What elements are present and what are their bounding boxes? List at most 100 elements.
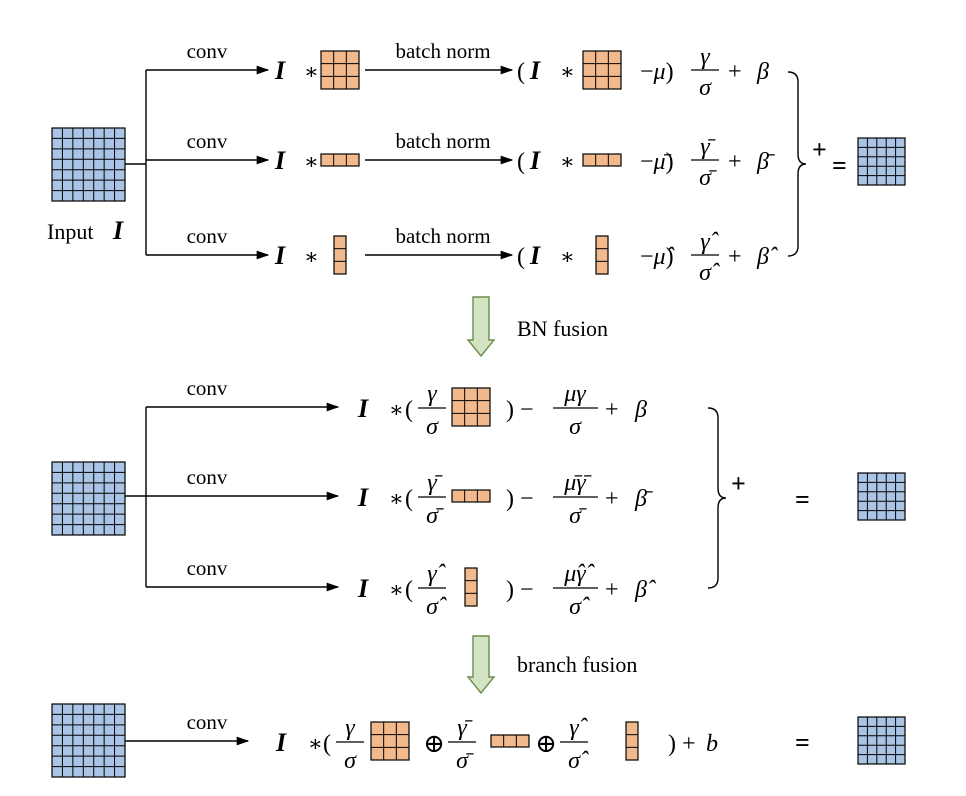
fused-mu-gamma-2: μ̄γ̄ (563, 470, 592, 496)
fused-input-symbol-1: I (357, 394, 369, 423)
fused-bias-sigma-1: σ (569, 414, 582, 440)
fused-sigma-2: σ̄ (426, 503, 444, 529)
bn-beta-1: β (756, 59, 769, 85)
fused-mu-gamma-1: μγ (563, 381, 586, 407)
bn-mean-1: −μ) (640, 59, 674, 85)
bn-sigma-2: σ̄ (699, 165, 717, 191)
fused-bias-sigma-2: σ̄ (569, 503, 587, 529)
merged-gamma-1: γ (345, 715, 355, 741)
bn-sigma-3: σ̂ (699, 260, 720, 286)
bn-beta-3: β̂ (756, 244, 778, 270)
fused-operator-2: ∗ (389, 486, 404, 511)
bn-input-symbol-2: I (529, 146, 541, 175)
merged-kernel-1x3-2 (490, 734, 530, 748)
bn-sigma-1: σ (699, 75, 712, 101)
bn-mean-3: −μ̂) (640, 244, 675, 270)
equals-1: = (832, 151, 847, 180)
bn-plus-1: + (728, 59, 742, 85)
sum-brace-1 (787, 71, 807, 257)
merged-open-paren: ( (323, 731, 331, 757)
oplus-2: ⊕ (535, 729, 557, 758)
input-symbol-1: I (274, 56, 286, 85)
merged-sigma-3: σ̂ (568, 748, 589, 774)
output-tensor-grid-3 (857, 716, 906, 765)
fused-input-symbol-3: I (357, 574, 369, 603)
bn-kernel-1x3-2 (582, 153, 622, 167)
fused-close-minus-3: ) − (506, 577, 534, 603)
fused-sigma-3: σ̂ (426, 594, 447, 620)
bn-kernel-3x1-3 (595, 235, 609, 275)
fused-close-minus-1: ) − (506, 397, 534, 423)
fused-gamma-1: γ (427, 381, 437, 407)
merged-close-paren: ) (668, 731, 676, 757)
bn-mean-2: −μ̄) (640, 149, 674, 175)
input-label: Input (47, 219, 93, 244)
sum-plus-2: + (731, 469, 746, 498)
fused-beta-2: β̄ (634, 486, 653, 512)
conv-label-s2-2: conv (187, 465, 228, 489)
input-tensor-grid (51, 127, 126, 202)
merged-sigma-2: σ̄ (456, 748, 474, 774)
output-tensor-grid-2 (857, 472, 906, 521)
conv-operator-3: ∗ (304, 244, 319, 269)
merged-kernel-3x1-3 (625, 721, 639, 761)
oplus-1: ⊕ (423, 729, 445, 758)
fused-plus-2: + (605, 486, 619, 512)
fused-kernel-3x3-1 (451, 387, 491, 427)
conv-label-3: conv (187, 224, 228, 248)
fused-gamma-3: γ̂ (427, 561, 445, 587)
bn-operator-2: ∗ (560, 149, 575, 174)
branch-fusion-label: branch fusion (517, 652, 637, 677)
merged-plus: + (682, 731, 696, 757)
bn-input-symbol-1: I (529, 56, 541, 85)
equals-2: = (795, 485, 810, 514)
bn-beta-2: β̄ (756, 149, 775, 175)
fused-plus-3: + (605, 577, 619, 603)
sum-plus-1: + (812, 135, 827, 164)
fused-open-paren-2: ( (405, 486, 413, 512)
fused-close-minus-2: ) − (506, 486, 534, 512)
bn-fusion-arrow (466, 296, 496, 358)
bn-gamma-3: γ̂ (700, 229, 718, 255)
conv-label-s3: conv (187, 710, 228, 734)
conv-label-2: conv (187, 129, 228, 153)
kernel-3x1-3 (333, 235, 347, 275)
bn-open-paren-3: ( (517, 244, 525, 270)
conv-operator-1: ∗ (304, 59, 319, 84)
fused-beta-1: β (634, 397, 647, 423)
bn-open-paren-1: ( (517, 59, 525, 85)
batch-norm-label-3: batch norm (395, 224, 490, 248)
bn-operator-3: ∗ (560, 244, 575, 269)
input-symbol-3: I (274, 241, 286, 270)
merged-input-symbol: I (275, 728, 287, 757)
bn-operator-1: ∗ (560, 59, 575, 84)
merged-bias: b (706, 731, 718, 757)
conv-label-s2-1: conv (187, 376, 228, 400)
merged-kernel-3x3-1 (370, 721, 410, 761)
bn-plus-3: + (728, 244, 742, 270)
bn-input-symbol-3: I (529, 241, 541, 270)
fused-kernel-3x1-3 (464, 567, 478, 607)
kernel-1x3-2 (320, 153, 360, 167)
branch-fusion-arrow (466, 635, 496, 695)
kernel-3x3-1 (320, 50, 360, 90)
fused-operator-1: ∗ (389, 397, 404, 422)
merged-operator: ∗ (308, 731, 323, 756)
bn-gamma-1: γ (700, 44, 710, 70)
conv-label-1: conv (187, 39, 228, 63)
batch-norm-label-1: batch norm (395, 39, 490, 63)
fused-beta-3: β̂ (634, 577, 656, 603)
fused-mu-gamma-3: μ̂γ̂ (563, 561, 595, 587)
bn-fusion-label: BN fusion (517, 316, 608, 341)
fused-sigma-1: σ (426, 414, 439, 440)
equals-3: = (795, 728, 810, 757)
input-tensor-grid-3 (51, 703, 126, 778)
merged-sigma-1: σ (344, 748, 357, 774)
bn-kernel-3x3-1 (582, 50, 622, 90)
merged-gamma-2: γ̄ (457, 715, 472, 741)
fused-bias-sigma-3: σ̂ (569, 594, 590, 620)
output-tensor-grid-1 (857, 137, 906, 186)
bn-gamma-2: γ̄ (700, 134, 715, 160)
fused-kernel-1x3-2 (451, 489, 491, 503)
fused-open-paren-1: ( (405, 397, 413, 423)
